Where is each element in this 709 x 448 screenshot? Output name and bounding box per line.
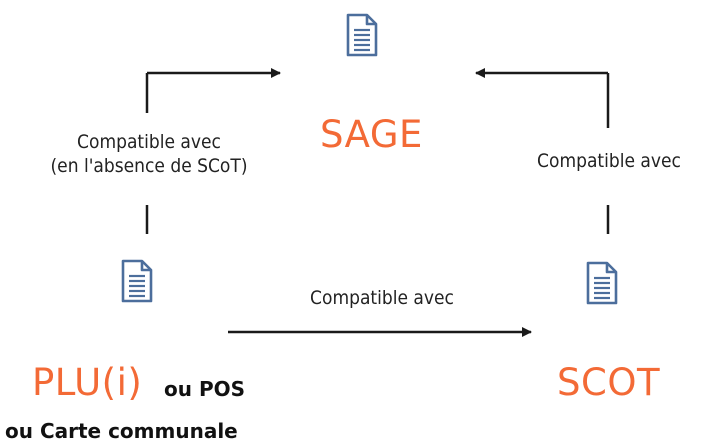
- edge-label-scot-sage: Compatible avec: [537, 150, 681, 172]
- edge-plu-to-sage: [145, 68, 281, 234]
- plu-title: PLU(i): [32, 361, 143, 404]
- edge-label-plu-scot: Compatible avec: [310, 287, 454, 309]
- scot-title: SCOT: [557, 361, 661, 404]
- edge-label-plu-sage-line1: Compatible avec: [77, 131, 221, 153]
- sage-title: SAGE: [320, 113, 423, 156]
- edge-label-plu-sage-line2: (en l'absence de SCoT): [50, 154, 248, 177]
- plu-note-pos: ou POS: [164, 377, 246, 401]
- plu-document-icon: [121, 259, 153, 303]
- edge-label-plu-sage: Compatible avec (en l'absence de SCoT): [44, 131, 254, 179]
- edge-scot-to-sage: [475, 68, 610, 234]
- scot-document-icon: [586, 261, 618, 305]
- sage-document-icon: [346, 13, 378, 57]
- plu-note-carte-communale: ou Carte communale: [5, 419, 238, 443]
